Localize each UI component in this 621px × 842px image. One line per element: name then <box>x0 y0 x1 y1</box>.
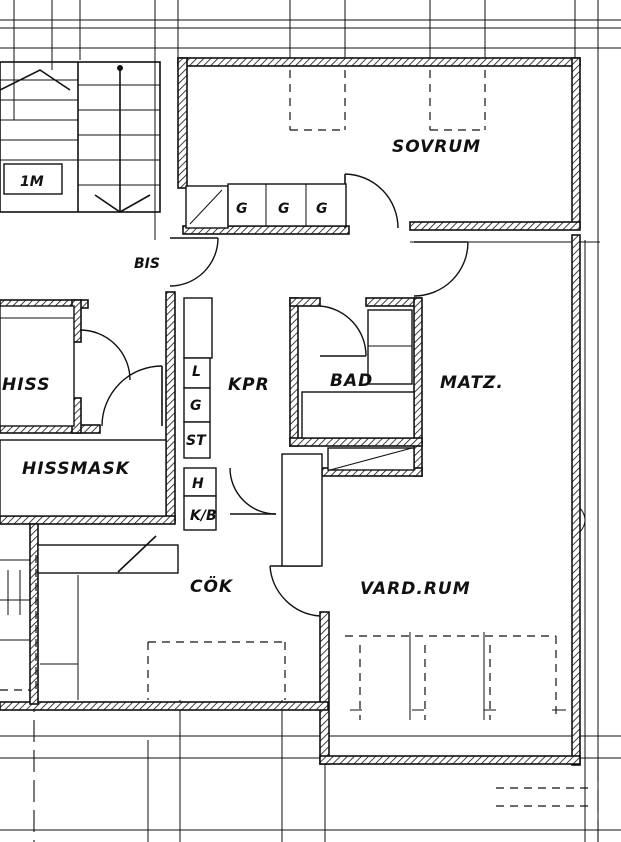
fixture-labels: G G G L G ST H K/B <box>186 201 328 524</box>
room-label-hiss: HISS <box>2 375 50 395</box>
kpr-kb-label: K/B <box>190 508 217 524</box>
staircase: 1M <box>0 61 161 213</box>
fixtures-lines <box>0 183 586 700</box>
kpr-st-label: ST <box>186 433 207 449</box>
walls <box>0 57 581 766</box>
room-label-soverum: SOVRUM <box>392 137 481 157</box>
room-label-matz: MATZ. <box>440 373 504 393</box>
kpr-l-label: L <box>192 364 201 380</box>
kpr-g-label: G <box>190 398 202 414</box>
wardrobe-label-3: G <box>316 201 328 217</box>
room-label-vardrum: VARD.RUM <box>360 579 471 599</box>
room-label-hissmask: HISSMASK <box>22 459 131 479</box>
doors <box>79 173 469 617</box>
dashed-openings <box>0 70 566 720</box>
room-label-bis: BIS <box>134 256 160 272</box>
room-label-kpr: KPR <box>228 375 270 395</box>
room-label-bad: BAD <box>330 371 373 391</box>
wardrobe-label-1: G <box>236 201 248 217</box>
room-label-kok: CÖK <box>190 575 234 597</box>
wardrobe-label-2: G <box>278 201 290 217</box>
stair-sign-label: 1M <box>20 174 44 190</box>
room-labels: SOVRUM MATZ. BAD KPR VARD.RUM CÖK HISS H… <box>2 137 504 599</box>
kpr-h-label: H <box>192 476 204 492</box>
